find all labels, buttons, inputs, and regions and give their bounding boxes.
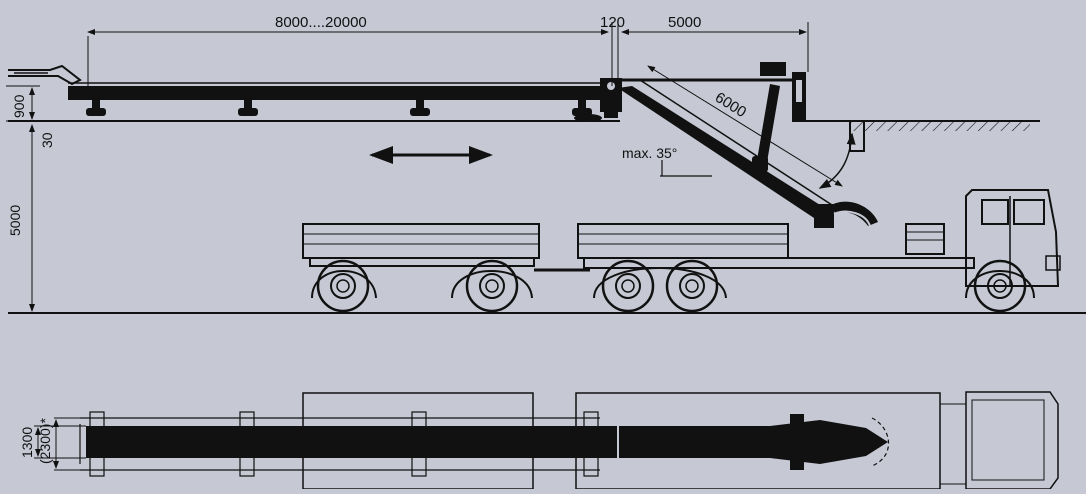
conveyor-supports bbox=[86, 100, 602, 122]
dim-gap: 120 bbox=[600, 14, 625, 31]
dim-belt-width: 1300 bbox=[19, 427, 35, 458]
dim-horizontal-reach: 5000 bbox=[668, 14, 701, 31]
dim-belt-width-alt: (2300)* bbox=[37, 418, 53, 464]
dim-max-angle: max. 35° bbox=[622, 145, 677, 161]
dim-belt-height: 900 bbox=[11, 94, 27, 118]
dim-lower-offset: 30 bbox=[39, 132, 55, 148]
boom-discharge-head bbox=[814, 201, 878, 228]
dim-lift-height: 5000 bbox=[7, 205, 23, 236]
pivot-head bbox=[600, 78, 622, 118]
plan-boom-head bbox=[770, 420, 888, 464]
truck-trailer bbox=[302, 189, 1061, 313]
wheels bbox=[316, 259, 1027, 313]
trailer-box bbox=[302, 223, 540, 259]
dim-incline-length: 6000 bbox=[712, 89, 749, 121]
lift-strut bbox=[756, 84, 780, 168]
dock-hatch bbox=[850, 121, 1030, 131]
truck-cargo-box bbox=[577, 223, 789, 259]
horizontal-conveyor-beam bbox=[68, 86, 616, 100]
truck-cab bbox=[965, 189, 1060, 287]
dim-conveyor-length: 8000....20000 bbox=[275, 14, 367, 31]
conveyor-tail-end bbox=[8, 64, 82, 86]
swing-arc-arrow bbox=[818, 132, 856, 189]
plan-conveyor-belt bbox=[86, 426, 786, 458]
plan-view bbox=[34, 391, 1059, 490]
side-elevation bbox=[8, 62, 1086, 314]
dimension-lines bbox=[6, 22, 843, 312]
